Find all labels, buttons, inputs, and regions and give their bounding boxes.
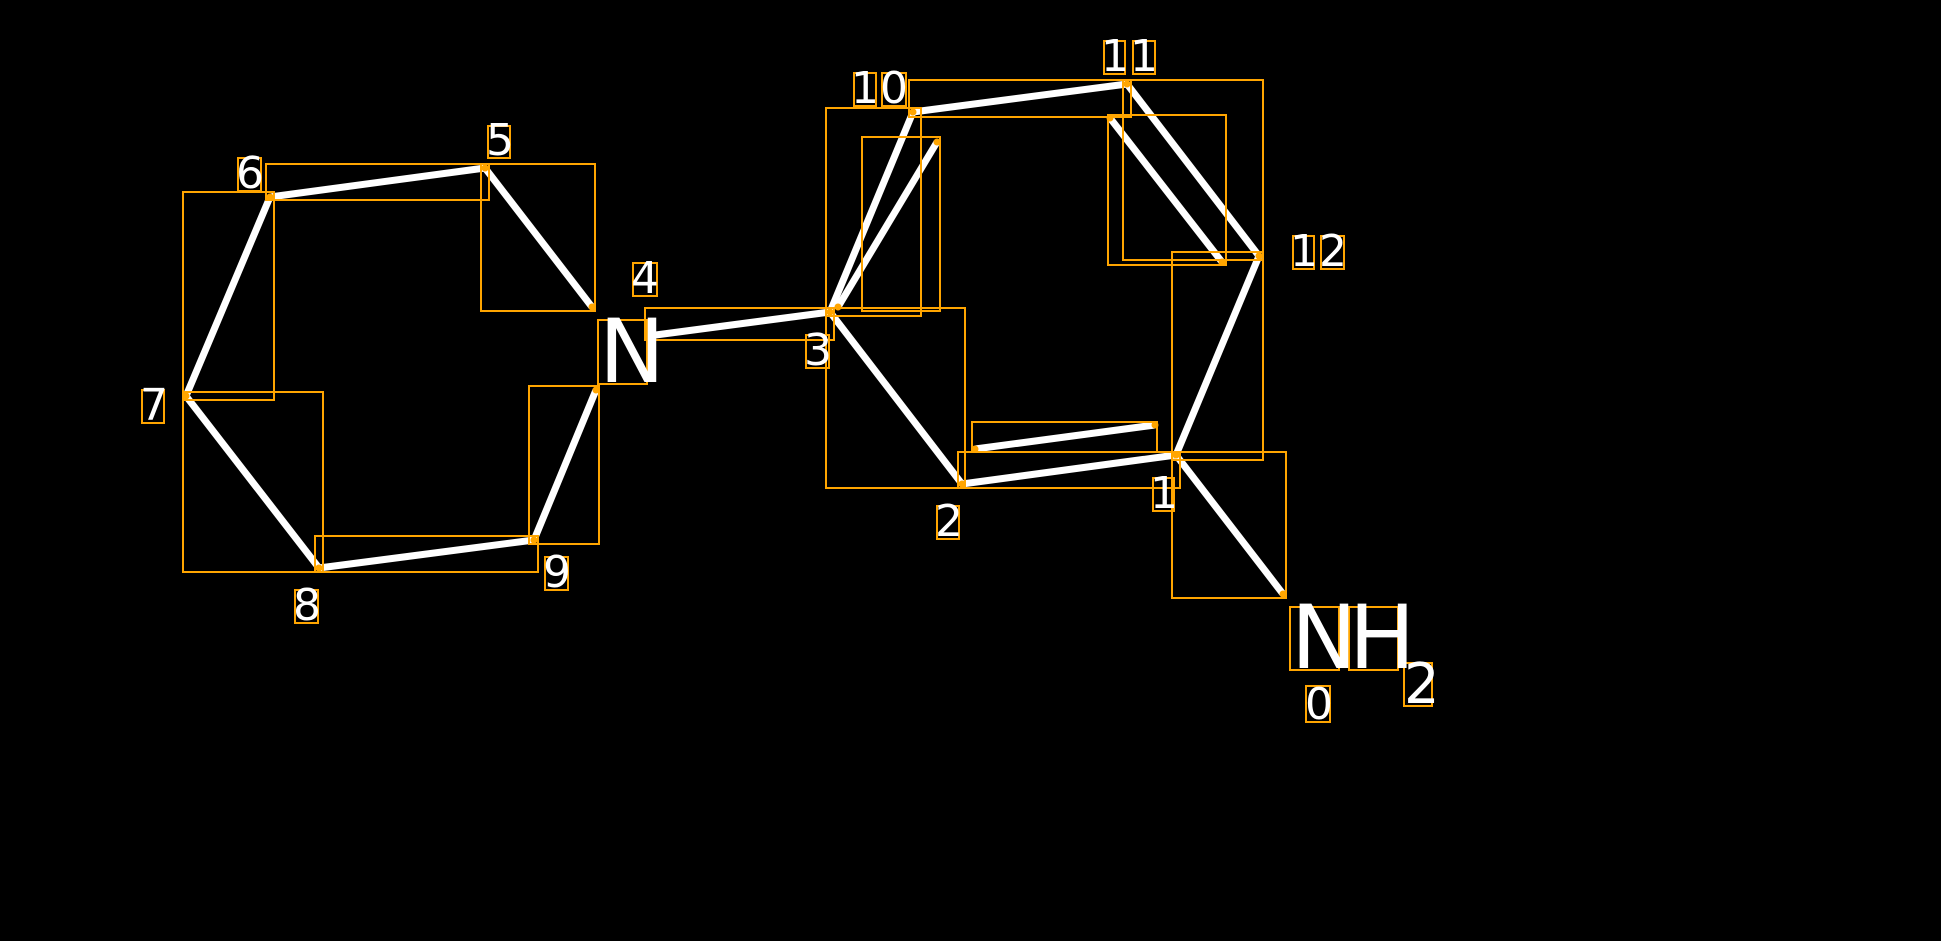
bbox-bond-3-10-inner: [861, 136, 941, 312]
bbox-index-0: [1305, 685, 1331, 723]
index-label-2: 2: [935, 496, 963, 547]
endpoint-marker: [933, 138, 941, 146]
index-label-9: 9: [543, 547, 571, 598]
bbox-index-9: [544, 556, 569, 591]
bond-3-10: [826, 110, 917, 314]
bbox-index-1: [1152, 477, 1175, 512]
bond-1-0: [1173, 452, 1286, 597]
bbox-index-3: [805, 334, 830, 369]
endpoint-marker: [826, 308, 834, 316]
bbox-bond-6-7: [182, 191, 275, 401]
bond-12-1: [1172, 254, 1263, 457]
index-label-10-digit-2: 0: [880, 63, 908, 114]
bbox-bond-11-12: [1122, 79, 1264, 261]
endpoint-marker: [909, 108, 917, 116]
endpoint-marker: [1279, 590, 1287, 598]
index-label-1: 1: [1150, 468, 1178, 519]
endpoint-marker: [315, 564, 323, 572]
bbox-bond-1-0: [1171, 451, 1287, 599]
endpoint-marker: [530, 536, 538, 544]
bond-5-4: [482, 165, 595, 310]
index-label-11-digit-1: 1: [1101, 31, 1129, 82]
bond-3-4: [647, 308, 831, 340]
bbox-atom-amine-sub: [1403, 662, 1433, 707]
bbox-index-7: [141, 389, 165, 424]
atom-label-amine-subscript: 2: [1404, 652, 1440, 717]
bond-7-8: [183, 393, 322, 571]
bbox-bond-5-6: [265, 163, 490, 201]
index-label-10-digit-1: 1: [851, 63, 879, 114]
atom-label-ring-n: N: [599, 300, 665, 403]
index-label-3: 3: [804, 325, 832, 376]
bbox-bond-11-12-inner: [1107, 114, 1227, 266]
bond-11-12-inner: [1107, 115, 1225, 265]
bbox-index-12a: [1292, 235, 1315, 270]
bond-1-2-inner: [974, 421, 1156, 453]
endpoint-marker: [971, 445, 979, 453]
bond-5-6: [269, 164, 486, 201]
bbox-bond-3-10: [825, 107, 922, 317]
atom-label-amine-n: N: [1291, 586, 1357, 689]
bbox-index-10b: [881, 72, 907, 107]
bbox-atom-amine-h: [1348, 606, 1399, 671]
bond-8-9: [318, 536, 535, 572]
bbox-bond-1-2-inner: [971, 421, 1158, 453]
endpoint-marker: [1255, 252, 1263, 260]
bbox-bond-9-4: [528, 385, 600, 545]
endpoint-marker: [182, 392, 190, 400]
endpoint-marker: [1123, 80, 1131, 88]
bond-2-3: [827, 309, 965, 487]
bbox-index-6: [237, 157, 262, 192]
bbox-bond-8-9: [314, 535, 539, 573]
index-label-0: 0: [1305, 679, 1333, 730]
bbox-index-2: [936, 505, 960, 540]
bbox-atom-ring-n: [597, 319, 648, 385]
index-label-8: 8: [293, 580, 321, 631]
bond-6-7: [182, 195, 274, 398]
bbox-atom-amine-n: [1289, 606, 1340, 671]
bbox-index-8: [294, 589, 319, 624]
endpoint-marker: [958, 480, 966, 488]
bond-11-12: [1124, 81, 1262, 259]
bond-9-4: [530, 388, 600, 542]
index-label-4: 4: [631, 253, 659, 304]
bbox-index-12b: [1320, 235, 1345, 270]
bbox-index-4: [632, 262, 658, 297]
endpoint-marker: [588, 303, 596, 311]
index-label-12-digit-1: 1: [1290, 226, 1318, 277]
bond-10-11: [912, 80, 1128, 116]
atom-label-amine-h: H: [1349, 586, 1415, 689]
index-label-12-digit-2: 2: [1319, 226, 1347, 277]
bbox-index-11a: [1103, 40, 1126, 75]
index-label-5: 5: [486, 115, 514, 166]
index-label-7: 7: [140, 380, 168, 431]
bbox-index-5: [487, 125, 511, 159]
bbox-bond-5-4: [480, 163, 596, 312]
endpoint-marker: [1172, 451, 1180, 459]
endpoint-marker: [592, 386, 600, 394]
endpoint-marker: [266, 193, 274, 201]
index-label-6: 6: [236, 148, 264, 199]
bbox-bond-2-3: [825, 307, 966, 489]
bbox-index-10a: [853, 72, 877, 107]
bbox-bond-10-11: [908, 79, 1132, 118]
index-label-11-digit-2: 1: [1130, 31, 1158, 82]
endpoint-marker: [481, 164, 489, 172]
bond-1-2: [961, 451, 1177, 488]
bbox-bond-3-4: [644, 307, 835, 341]
bbox-bond-12-1: [1171, 251, 1264, 461]
bbox-index-11b: [1132, 40, 1156, 75]
bbox-bond-7-8: [182, 391, 324, 573]
